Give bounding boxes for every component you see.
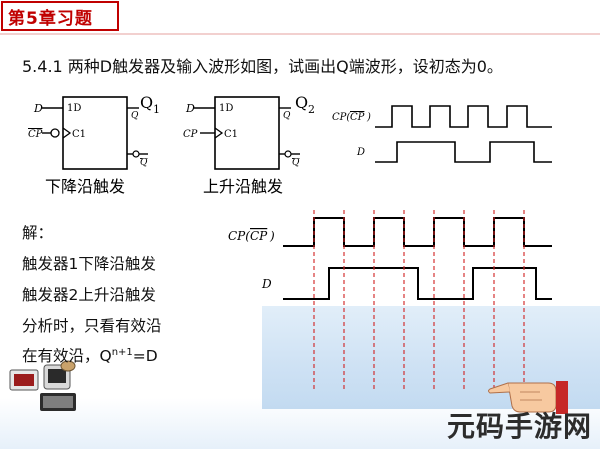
- pointing-hand-icon: [488, 381, 568, 414]
- bottom-d-wave: [283, 267, 552, 300]
- ff2-cp-input-label: CP: [183, 129, 198, 140]
- ff1-qbar-out: Q: [140, 158, 148, 168]
- ff2-qbar-out: Q: [292, 158, 300, 168]
- solution-line-1: 触发器1下降沿触发: [22, 255, 156, 273]
- flip-flop-2: D 1D CP C1 Q Q Q 2: [183, 93, 315, 170]
- solution-line-4: 在有效沿，Qn+1=D: [22, 344, 158, 366]
- bottom-cp-label-prefix: CP(: [228, 229, 250, 243]
- ff2-body: [214, 96, 280, 170]
- solution-heading: 解：: [22, 224, 54, 242]
- top-cp-label-suffix: ): [366, 112, 371, 123]
- ff1-cp-input-label: CP: [28, 129, 43, 140]
- ff1-d-input-label: D: [33, 102, 43, 115]
- bottom-d-label: D: [261, 277, 272, 291]
- ff1-pin-1d: 1D: [67, 103, 81, 114]
- flip-flop-1: D 1D CP C1 Q Q Q 1: [28, 93, 160, 170]
- chapter-title-box: [1, 1, 119, 31]
- ff2-q-label: Q: [295, 93, 308, 112]
- edge-markers: [313, 210, 525, 392]
- ff2-q-sub: 2: [308, 103, 315, 116]
- ff1-body: [62, 96, 128, 170]
- top-cp-label-prefix: CP(: [332, 112, 351, 123]
- bottom-cp-label-bar: CP: [250, 229, 268, 243]
- top-waveforms: [375, 105, 552, 163]
- ff2-pin-c1: C1: [224, 129, 238, 140]
- ff2-q-out: Q: [283, 111, 291, 121]
- ff1-q-out: Q: [131, 111, 139, 121]
- top-cp-wave: [375, 105, 552, 128]
- solution-line-4-sup: n+1: [111, 346, 133, 358]
- chapter-title: 第5章习题: [8, 9, 93, 29]
- top-d-label: D: [356, 147, 365, 158]
- title-divider: [0, 33, 600, 35]
- ff2-pin-1d: 1D: [219, 103, 233, 114]
- ff1-q-sub: 1: [153, 103, 160, 116]
- ff2-caption: 上升沿触发: [203, 177, 283, 196]
- ff1-pin-c1: C1: [72, 129, 86, 140]
- bottom-cp-label-suffix: ): [269, 229, 275, 243]
- ff1-q-label: Q: [140, 93, 153, 112]
- bottom-cp-wave: [283, 217, 552, 247]
- solution-line-4-prefix: 在有效沿，Q: [22, 347, 112, 365]
- ff1-clock-bubble: [50, 128, 60, 138]
- solution-line-4-suffix: =D: [132, 347, 158, 365]
- ff1-caption: 下降沿触发: [45, 177, 125, 196]
- question-text: 5.4.1 两种D触发器及输入波形如图，试画出Q端波形，设初态为0。: [22, 57, 503, 76]
- ff2-d-input-label: D: [185, 102, 195, 115]
- bottom-waveforms: [283, 217, 552, 300]
- solution-line-2: 触发器2上升沿触发: [22, 286, 156, 304]
- top-d-wave: [375, 141, 552, 163]
- top-cp-label-bar: CP: [350, 112, 365, 123]
- site-watermark: 元码手游网: [446, 410, 592, 443]
- computer-clipart-icon: [9, 360, 76, 411]
- solution-line-3: 分析时，只看有效沿: [22, 317, 162, 335]
